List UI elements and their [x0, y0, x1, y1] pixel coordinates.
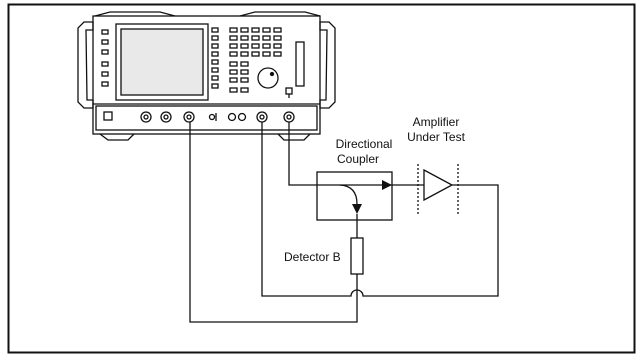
- vertical-panel-slot: [295, 41, 305, 87]
- instrument-foot-right: [277, 133, 311, 141]
- diagram-frame: [7, 3, 636, 354]
- coupled-arrow: [352, 204, 362, 214]
- connector-small-b: [237, 112, 247, 122]
- connector-2: [160, 111, 172, 123]
- coupler-label-2: Coupler: [337, 152, 379, 166]
- indicator-io: [208, 113, 216, 121]
- coupled-path: [339, 184, 358, 205]
- top-left-handle: [94, 11, 176, 17]
- top-right-handle: [239, 11, 321, 17]
- keypad: [229, 27, 282, 93]
- coupler-box: [316, 171, 393, 221]
- instrument-foot-left: [99, 133, 135, 141]
- connector-rf-in: [256, 111, 268, 123]
- display-bezel: [115, 23, 209, 101]
- connector-small-a: [227, 112, 237, 122]
- amplifier: [417, 164, 459, 216]
- right-handle: [319, 21, 336, 109]
- tuning-knob-dimple: [269, 71, 275, 77]
- detector: [350, 214, 364, 275]
- cable-return: [261, 122, 499, 297]
- cable-detector: [189, 122, 358, 323]
- lower-panel: [95, 105, 318, 131]
- cable-rf-out: [288, 122, 385, 186]
- connector-detector-b: [283, 111, 295, 123]
- amplifier-triangle: [423, 168, 454, 202]
- left-softkeys: [101, 29, 109, 87]
- directional-coupler: [316, 171, 393, 221]
- detector-label: Detector B: [284, 250, 341, 264]
- small-key: [285, 87, 293, 95]
- detector-body: [350, 237, 364, 275]
- left-handle: [77, 21, 94, 109]
- connector-1: [140, 111, 152, 123]
- tuning-knob: [257, 67, 279, 89]
- amplifier-label-2: Under Test: [407, 130, 465, 144]
- display-screen: [120, 28, 204, 96]
- signal-analyzer-instrument: [77, 11, 336, 141]
- right-softkeys: [211, 27, 219, 89]
- power-switch: [103, 111, 113, 121]
- instrument-body: [92, 15, 321, 135]
- signal-arrow: [382, 180, 392, 190]
- connector-rf-out: [183, 111, 195, 123]
- coupler-label-1: Directional: [336, 137, 393, 151]
- amplifier-label-1: Amplifier: [413, 115, 460, 129]
